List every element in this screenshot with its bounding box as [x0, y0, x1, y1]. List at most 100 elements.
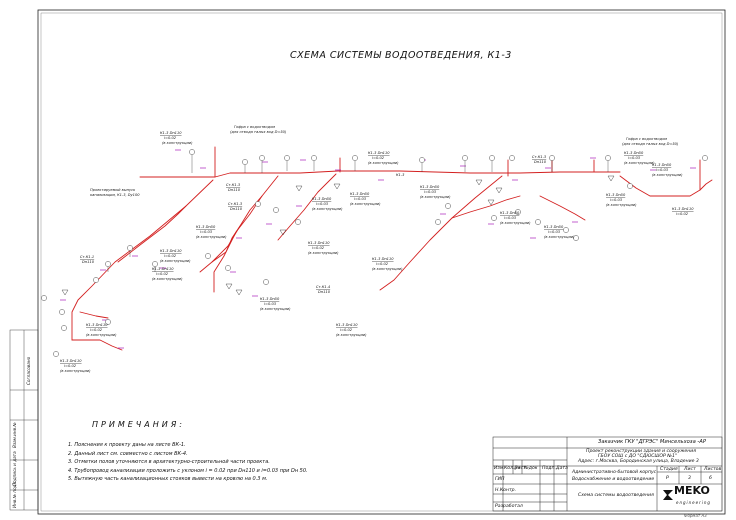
svg-text:i=0.03: i=0.03 [504, 216, 517, 220]
outer-frame [37, 9, 726, 515]
branch-left-b [117, 205, 187, 263]
svg-text:i=0.02: i=0.02 [372, 156, 385, 160]
svg-text:(в конструкции): (в конструкции) [152, 277, 183, 281]
svg-text:(в конструкции): (в конструкции) [308, 251, 339, 255]
svg-text:канализации, К1-3, Dу100: канализации, К1-3, Dу100 [90, 193, 140, 197]
side-podpis: Подпись и дата [12, 451, 17, 486]
svg-text:К1-3 Dн50: К1-3 Dн50 [652, 163, 672, 167]
stamp-row-date: Дата [556, 466, 568, 471]
stamp-sheets: 6 [709, 476, 712, 481]
svg-text:К1-3 Dн50: К1-3 Dн50 [350, 192, 370, 196]
stamp-section: Административно-бытовой корпус [572, 470, 657, 475]
note-item: 3. Отметки полов уточняются в архитектур… [68, 459, 270, 466]
svg-text:i=0.02: i=0.02 [164, 136, 177, 140]
stamp-object-1: Проект реконструкции здания и сооружения [586, 449, 697, 454]
svg-text:i=0.02: i=0.02 [376, 262, 389, 266]
stamp-role-dev: Разработал [495, 504, 523, 509]
svg-text:(в конструкции): (в конструкции) [162, 141, 193, 145]
stamp-row-kol: Кол.уч [504, 466, 520, 471]
svg-text:i=0.02: i=0.02 [676, 212, 689, 216]
svg-text:(в конструкции): (в конструкции) [336, 333, 367, 337]
stamp-row-list: Лист [514, 466, 526, 471]
svg-text:К1-3 Dн50: К1-3 Dн50 [606, 193, 626, 197]
svg-text:i=0.03: i=0.03 [656, 168, 669, 172]
diagram-title: СХЕМА СИСТЕМЫ ВОДООТВЕДЕНИЯ, К1-3 [290, 50, 512, 61]
purple-markers [60, 149, 696, 349]
svg-text:(в конструкции): (в конструкции) [500, 221, 531, 225]
svg-text:(в конструкции): (в конструкции) [196, 235, 227, 239]
svg-text:К1-3 Dн110: К1-3 Dн110 [86, 323, 108, 327]
svg-text:Ст.К1-4: Ст.К1-4 [316, 285, 331, 289]
stamp-sheet-header: Лист [684, 467, 696, 472]
company-sub: engineering [676, 500, 711, 505]
svg-text:К1-3 Dн50: К1-3 Dн50 [624, 151, 644, 155]
svg-text:(в конструкции): (в конструкции) [368, 161, 399, 165]
stamp-stage: Р [666, 476, 669, 481]
stamp-sheet: 3 [688, 476, 691, 481]
company-logo: MEKO [674, 484, 710, 497]
svg-text:i=0.03: i=0.03 [628, 156, 641, 160]
svg-text:i=0.03: i=0.03 [264, 302, 277, 306]
svg-text:Ст.К1-3: Ст.К1-3 [228, 202, 243, 206]
svg-text:К1-3 Dн50: К1-3 Dн50 [420, 185, 440, 189]
svg-text:К1-3 Dн110: К1-3 Dн110 [160, 249, 182, 253]
svg-text:К1-3: К1-3 [396, 173, 405, 177]
notes-block: ПРИМЕЧАНИЯ: 1. Пояснения к проекту даны … [68, 420, 428, 484]
fixture-markers [41, 149, 708, 357]
svg-text:Dн110: Dн110 [318, 290, 331, 294]
svg-text:(в конструкции): (в конструкции) [86, 333, 117, 337]
branch-right-3 [539, 195, 586, 221]
svg-text:i=0.02: i=0.02 [340, 328, 353, 332]
stamp-sheets-header: Листов [704, 467, 722, 472]
svg-text:(в конструкции): (в конструкции) [544, 235, 575, 239]
svg-text:К1-3 Dн50: К1-3 Dн50 [544, 225, 564, 229]
svg-text:К1-3 Dн110: К1-3 Dн110 [368, 151, 390, 155]
svg-text:К1-3 Dн110: К1-3 Dн110 [160, 131, 182, 135]
svg-text:К1-3 Dн110: К1-3 Dн110 [336, 323, 358, 327]
funnel-symbols [61, 175, 615, 296]
svg-text:К1-3 Dн110: К1-3 Dн110 [672, 207, 694, 211]
sheet-format: Формат А3 [684, 513, 707, 518]
svg-text:Гофра с водоотводом: Гофра с водоотводом [234, 125, 275, 129]
branch-left [71, 179, 214, 341]
svg-text:Проектируемый выпуск: Проектируемый выпуск [90, 188, 136, 192]
svg-text:К1-3 Dн50: К1-3 Dн50 [260, 297, 280, 301]
svg-text:Ст.К1-3: Ст.К1-3 [226, 183, 241, 187]
branch-far-right-b [699, 179, 713, 191]
note-item: 2. Данный лист см. совместно с листом ВК… [68, 450, 188, 457]
svg-text:Dн110: Dн110 [230, 207, 243, 211]
svg-text:i=0.03: i=0.03 [200, 230, 213, 234]
svg-text:i=0.03: i=0.03 [316, 202, 329, 206]
branch-center-b [213, 195, 263, 293]
note-item: 1. Пояснения к проекту даны на листе ВК-… [68, 442, 186, 448]
svg-text:(в конструкции): (в конструкции) [652, 173, 683, 177]
stamp-stage-header: Стадия [660, 467, 678, 472]
svg-text:(в конструкции): (в конструкции) [372, 267, 403, 271]
stamp-sheet-title: Схема системы водоотведения [578, 493, 654, 498]
svg-text:i=0.03: i=0.03 [354, 197, 367, 201]
svg-text:Dн110: Dн110 [82, 260, 95, 264]
svg-text:i=0.02: i=0.02 [64, 364, 77, 368]
fixture-drops [107, 155, 609, 272]
note-item: 4. Трубопровод канализации проложить с у… [68, 467, 308, 474]
svg-text:Гофра с водоотводом: Гофра с водоотводом [626, 137, 667, 141]
stamp-section-sub: Водоснабжение и водоотведение [572, 477, 655, 482]
svg-text:i=0.02: i=0.02 [164, 254, 177, 258]
notes-heading: ПРИМЕЧАНИЯ: [92, 420, 185, 429]
svg-text:Dн110: Dн110 [228, 188, 241, 192]
svg-text:i=0.03: i=0.03 [424, 190, 437, 194]
svg-text:(для отвода талых вод D=50): (для отвода талых вод D=50) [230, 130, 287, 134]
svg-text:Dн110: Dн110 [534, 160, 547, 164]
binding-stamp [9, 329, 39, 511]
svg-text:К1-3 Dн110: К1-3 Dн110 [372, 257, 394, 261]
svg-text:i=0.02: i=0.02 [90, 328, 103, 332]
svg-text:(в конструкции): (в конструкции) [420, 195, 451, 199]
branch-right-long [379, 175, 503, 291]
svg-text:(в конструкции): (в конструкции) [350, 202, 381, 206]
branch-low-left2 [79, 311, 109, 319]
svg-text:К1-3 Dн50: К1-3 Dн50 [312, 197, 332, 201]
svg-text:(в конструкции): (в конструкции) [60, 369, 91, 373]
svg-text:(для отвода талых вод D=50): (для отвода талых вод D=50) [622, 142, 679, 146]
